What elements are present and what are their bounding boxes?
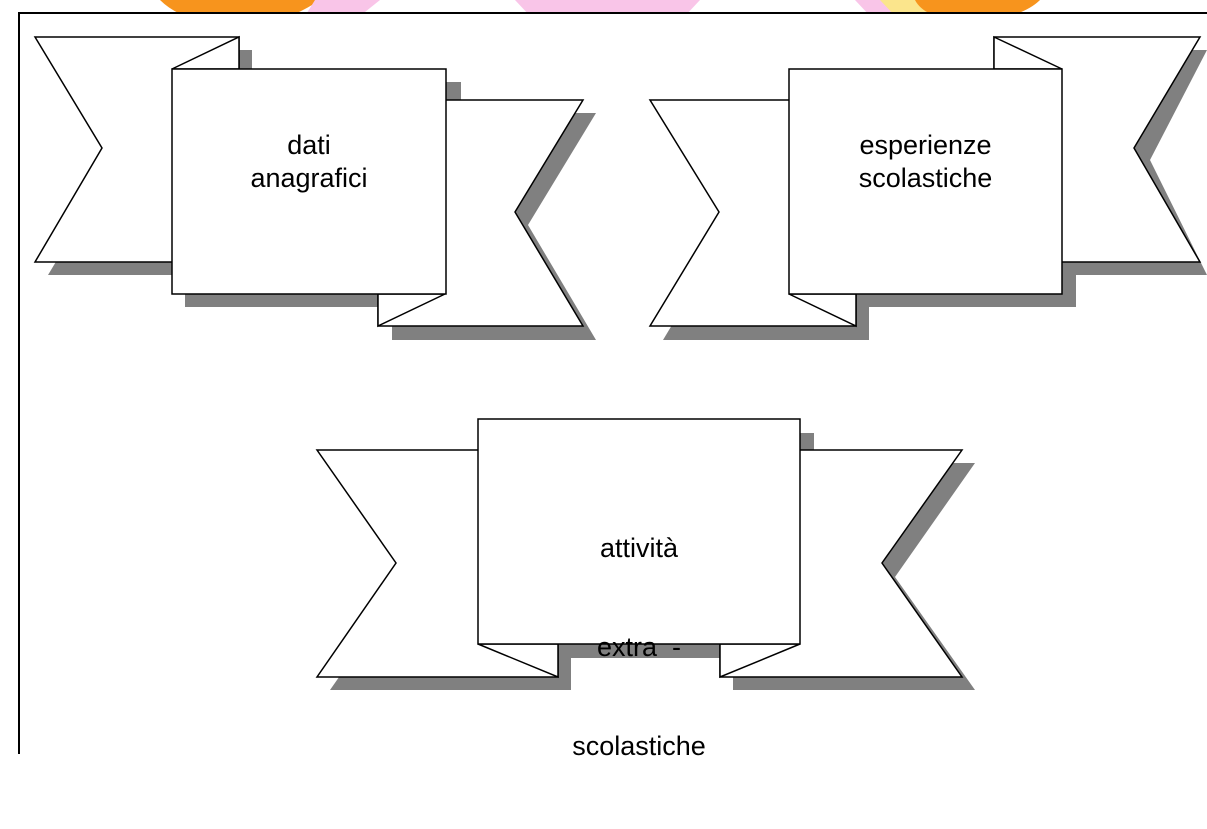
top-decoration — [160, 0, 1040, 14]
label-line: scolastiche — [858, 163, 993, 193]
label-line: esperienze — [859, 130, 992, 160]
label-line: scolastiche — [572, 731, 706, 761]
banners-diagram — [33, 35, 1207, 690]
label-line: dati — [287, 130, 331, 160]
banner-esperienze-scolastiche — [648, 35, 1207, 340]
deco-pink-left — [306, 0, 380, 14]
banner-panel — [477, 418, 801, 645]
page-canvas: dati anagrafici esperienze scolastiche a… — [18, 0, 1207, 761]
deco-orange-left — [160, 0, 320, 14]
banner-attivita-extra-scolastiche — [315, 418, 975, 690]
banner-label-dati-anagrafici: dati anagrafici — [172, 129, 446, 195]
label-line: anagrafici — [250, 163, 368, 193]
banner-panel — [171, 68, 447, 295]
deco-pink-center — [515, 0, 700, 14]
banner-dati-anagrafici — [33, 35, 596, 340]
deco-orange-right — [915, 0, 1040, 14]
label-line: extra - — [596, 632, 682, 662]
banner-panel — [788, 68, 1063, 295]
banner-label-esperienze-scolastiche: esperienze scolastiche — [789, 129, 1062, 195]
label-line: attività — [599, 533, 679, 563]
banner-label-attivita-extra-scolastiche: attività extra - scolastiche — [478, 466, 800, 829]
